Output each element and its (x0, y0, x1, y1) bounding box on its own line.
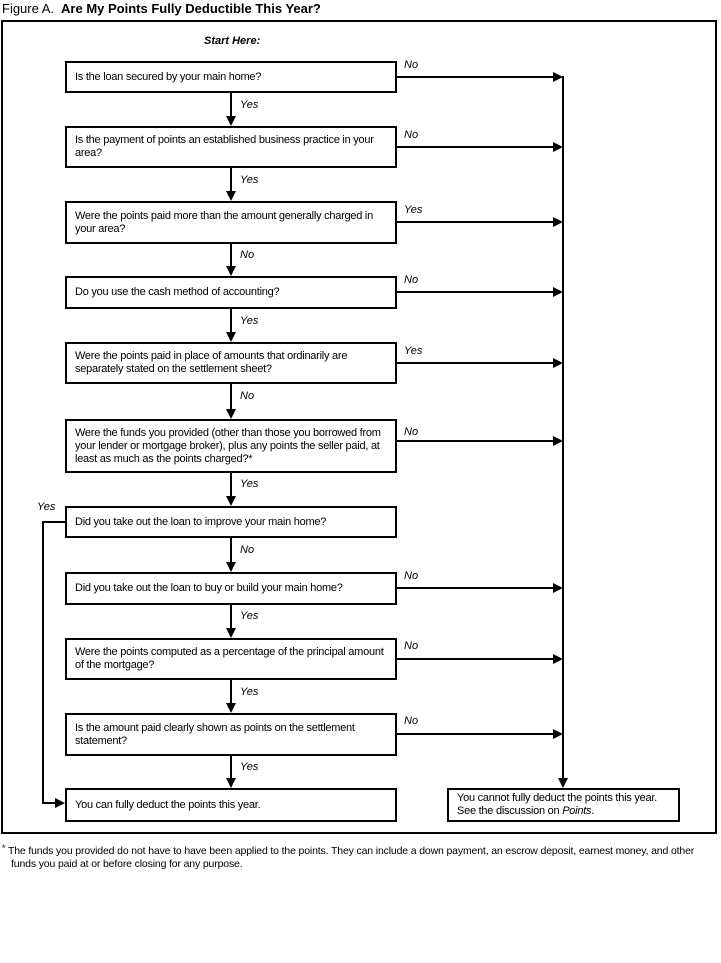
connector-down-8 (230, 605, 232, 628)
connector-down-10 (230, 756, 232, 778)
question-box-improve-home: Did you take out the loan to improve you… (65, 506, 397, 538)
footnote-text: The funds you provided do not have to ha… (7, 845, 695, 870)
connector-right-5 (397, 362, 553, 364)
edge-label-right-6: No (404, 426, 419, 438)
arrowhead-into-cannot-deduct (558, 778, 568, 788)
arrowhead-down-5 (226, 409, 236, 419)
arrowhead-down-7 (226, 562, 236, 572)
edge-label-down-3: No (240, 249, 255, 261)
edge-label-down-10: Yes (240, 761, 259, 773)
arrowhead-down-10 (226, 778, 236, 788)
figure-title: Figure A. Are My Points Fully Deductible … (2, 1, 321, 16)
connector-right-10 (397, 733, 553, 735)
question-text: Were the points paid in place of amounts… (75, 350, 348, 375)
arrowhead-right-5 (553, 358, 563, 368)
arrowhead-into-can-deduct (55, 798, 65, 808)
arrowhead-down-6 (226, 496, 236, 506)
edge-label-right-8: No (404, 570, 419, 582)
question-text: Were the points computed as a percentage… (75, 646, 384, 671)
connector-down-5 (230, 384, 232, 409)
connector-right-4 (397, 291, 553, 293)
question-text: Is the payment of points an established … (75, 134, 374, 159)
connector-down-7 (230, 538, 232, 562)
question-box-business-practice: Is the payment of points an established … (65, 126, 397, 168)
edge-label-down-1: Yes (240, 99, 259, 111)
arrowhead-right-10 (553, 729, 563, 739)
question-box-cash-method: Do you use the cash method of accounting… (65, 276, 397, 309)
question-box-points-more-than-charged: Were the points paid more than the amoun… (65, 201, 397, 244)
start-here-label: Start Here: (204, 35, 261, 47)
outcome-box-cannot-deduct: You cannot fully deduct the points this … (447, 788, 680, 822)
edge-label-left-7: Yes (37, 501, 56, 513)
figure-heading: Are My Points Fully Deductible This Year… (61, 1, 321, 16)
edge-label-right-10: No (404, 715, 419, 727)
question-box-buy-build-home: Did you take out the loan to buy or buil… (65, 572, 397, 605)
edge-label-down-4: Yes (240, 315, 259, 327)
connector-right-9 (397, 658, 553, 660)
connector-right-8 (397, 587, 553, 589)
edge-label-right-5: Yes (404, 345, 423, 357)
connector-down-2 (230, 168, 232, 191)
arrowhead-down-2 (226, 191, 236, 201)
question-text: Did you take out the loan to buy or buil… (75, 582, 343, 594)
arrowhead-down-4 (226, 332, 236, 342)
connector-down-6 (230, 473, 232, 496)
question-text: Did you take out the loan to improve you… (75, 515, 327, 528)
question-box-shown-on-statement: Is the amount paid clearly shown as poin… (65, 713, 397, 756)
arrowhead-right-9 (553, 654, 563, 664)
connector-down-1 (230, 93, 232, 116)
arrowhead-down-9 (226, 703, 236, 713)
footnote-marker: * (2, 843, 6, 853)
question-text: Do you use the cash method of accounting… (75, 286, 280, 298)
footnote: * The funds you provided do not have to … (2, 842, 719, 871)
arrowhead-right-4 (553, 287, 563, 297)
outcome-box-can-deduct: You can fully deduct the points this yea… (65, 788, 397, 822)
connector-right-3 (397, 221, 553, 223)
outcome-text: You can fully deduct the points this yea… (75, 798, 261, 811)
question-text: Is the amount paid clearly shown as poin… (75, 721, 355, 747)
arrowhead-right-1 (553, 72, 563, 82)
question-box-loan-secured: Is the loan secured by your main home? (65, 61, 397, 93)
edge-label-down-5: No (240, 390, 255, 402)
connector-right-2 (397, 146, 553, 148)
question-text: Were the funds you provided (other than … (75, 426, 381, 465)
connector-down-9 (230, 680, 232, 703)
arrowhead-right-2 (553, 142, 563, 152)
question-box-in-place-of-amounts: Were the points paid in place of amounts… (65, 342, 397, 384)
arrowhead-right-8 (553, 583, 563, 593)
connector-right-1 (397, 76, 553, 78)
arrowhead-down-3 (226, 266, 236, 276)
question-box-percentage-principal: Were the points computed as a percentage… (65, 638, 397, 680)
edge-label-down-7: No (240, 544, 255, 556)
arrowhead-right-6 (553, 436, 563, 446)
arrowhead-right-3 (553, 217, 563, 227)
edge-label-down-2: Yes (240, 174, 259, 186)
edge-label-right-2: No (404, 129, 419, 141)
points-term: Points (562, 805, 592, 817)
arrowhead-down-8 (226, 628, 236, 638)
connector-left-7-top (42, 521, 65, 523)
edge-label-right-1: No (404, 59, 419, 71)
connector-left-7-bottom (42, 802, 55, 804)
edge-label-right-3: Yes (404, 204, 423, 216)
question-text: Were the points paid more than the amoun… (75, 209, 373, 235)
edge-label-right-9: No (404, 640, 419, 652)
connector-right-6 (397, 440, 553, 442)
arrowhead-down-1 (226, 116, 236, 126)
connector-down-4 (230, 309, 232, 332)
connector-left-7-vertical (42, 521, 44, 804)
outcome-text: You cannot fully deduct the points this … (457, 792, 657, 817)
question-text: Is the loan secured by your main home? (75, 70, 262, 83)
collector-line (562, 76, 564, 778)
question-box-funds-provided: Were the funds you provided (other than … (65, 419, 397, 473)
edge-label-down-9: Yes (240, 686, 259, 698)
connector-down-3 (230, 244, 232, 266)
edge-label-down-8: Yes (240, 610, 259, 622)
edge-label-right-4: No (404, 274, 419, 286)
edge-label-down-6: Yes (240, 478, 259, 490)
figure-label: Figure A. (2, 1, 55, 16)
